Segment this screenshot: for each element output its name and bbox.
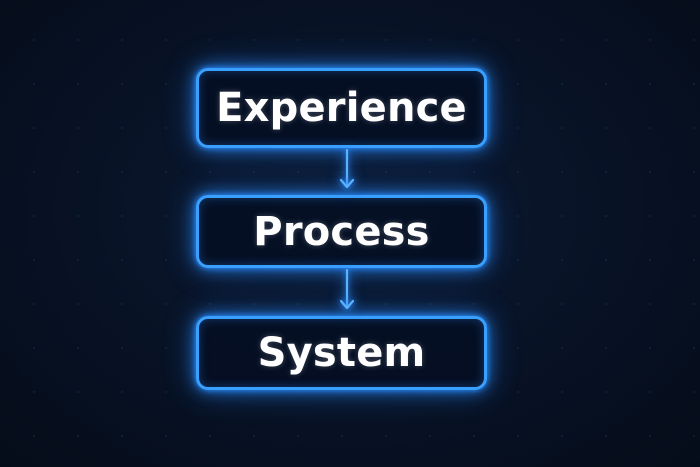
node-system: System xyxy=(196,316,487,390)
node-system-label: System xyxy=(257,330,426,376)
node-experience-label: Experience xyxy=(216,85,467,131)
node-process: Process xyxy=(196,195,487,268)
node-process-label: Process xyxy=(253,208,430,255)
node-experience: Experience xyxy=(196,68,487,148)
